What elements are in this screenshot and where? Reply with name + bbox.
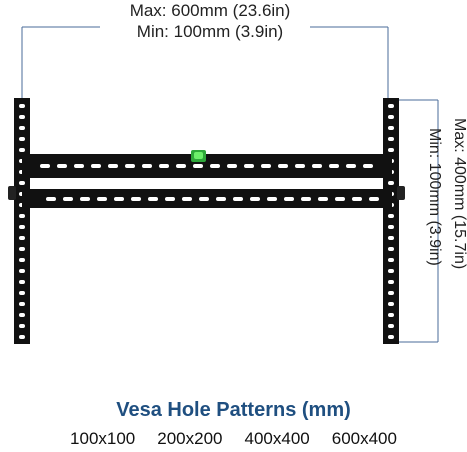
width-dimension-line <box>21 26 389 100</box>
mount-hole <box>176 164 186 168</box>
mount-hole <box>40 164 50 168</box>
mount-hole <box>346 164 356 168</box>
mount-hole <box>19 291 25 295</box>
mount-hole <box>148 197 158 201</box>
vesa-pattern-item: 100x100 <box>70 429 136 448</box>
height-dimension-line <box>398 99 439 343</box>
mount-hole <box>388 280 394 284</box>
mount-hole <box>125 164 135 168</box>
mount-hole <box>19 280 25 284</box>
right-vertical-bracket <box>383 98 405 344</box>
mount-hole <box>388 214 394 218</box>
mount-hole <box>131 197 141 201</box>
mount-hole <box>182 197 192 201</box>
mount-hole <box>318 197 328 201</box>
mount-hole <box>159 164 169 168</box>
mount-hole <box>19 214 25 218</box>
mount-hole <box>388 115 394 119</box>
mount-hole <box>80 197 90 201</box>
upper-horizontal-rail <box>22 154 392 178</box>
vesa-pattern-list: 100x100 200x200 400x400 600x400 <box>0 429 467 449</box>
mount-hole <box>388 258 394 262</box>
mount-hole <box>165 197 175 201</box>
mount-hole <box>278 164 288 168</box>
mount-hole <box>19 324 25 328</box>
mount-hole <box>216 197 226 201</box>
mount-hole <box>210 164 220 168</box>
vesa-pattern-item: 600x400 <box>331 429 397 448</box>
mount-hole <box>369 197 379 201</box>
mount-hole <box>312 164 322 168</box>
mount-hole <box>19 104 25 108</box>
mount-hole <box>388 324 394 328</box>
mount-hole <box>19 148 25 152</box>
mount-hole <box>388 313 394 317</box>
mount-hole <box>57 164 67 168</box>
mount-hole <box>193 164 203 168</box>
mount-hole <box>19 247 25 251</box>
mount-hole <box>388 291 394 295</box>
left-vertical-bracket <box>8 98 30 344</box>
mount-hole <box>227 164 237 168</box>
mount-hole <box>388 225 394 229</box>
mount-hole <box>63 197 73 201</box>
mount-hole <box>19 181 25 185</box>
mount-hole <box>19 269 25 273</box>
mount-hole <box>267 197 277 201</box>
mount-hole <box>329 164 339 168</box>
mount-hole <box>19 115 25 119</box>
mount-hole <box>19 302 25 306</box>
width-max-label: Max: 600mm (23.6in) <box>129 1 291 20</box>
mount-hole <box>19 313 25 317</box>
mount-hole <box>19 137 25 141</box>
mount-hole <box>388 126 394 130</box>
mount-hole <box>388 104 394 108</box>
mount-hole <box>388 181 394 185</box>
mount-hole <box>388 148 394 152</box>
mount-hole <box>388 335 394 339</box>
mount-hole <box>388 247 394 251</box>
mount-hole <box>19 335 25 339</box>
mount-hole <box>388 236 394 240</box>
mount-hole <box>335 197 345 201</box>
lower-horizontal-rail <box>22 189 392 208</box>
mount-hole <box>250 197 260 201</box>
mount-hole <box>352 197 362 201</box>
mount-hole <box>199 197 209 201</box>
mount-hole <box>19 236 25 240</box>
mount-hole <box>284 197 294 201</box>
vesa-pattern-item: 400x400 <box>244 429 310 448</box>
vesa-pattern-item: 200x200 <box>157 429 223 448</box>
mount-hole <box>244 164 254 168</box>
mount-hole <box>108 164 118 168</box>
mount-hole <box>233 197 243 201</box>
mount-hole <box>142 164 152 168</box>
mount-hole <box>46 197 56 201</box>
mount-hole <box>19 225 25 229</box>
height-max-label: Max: 400mm (15.7in) <box>451 118 467 270</box>
vesa-title: Vesa Hole Patterns (mm) <box>116 399 351 421</box>
mount-hole <box>261 164 271 168</box>
mount-hole <box>363 164 373 168</box>
height-min-label: Min: 100mm (3.9in) <box>426 128 443 266</box>
width-min-label: Min: 100mm (3.9in) <box>136 22 284 41</box>
mount-hole <box>388 302 394 306</box>
mount-hole <box>19 126 25 130</box>
mount-hole <box>295 164 305 168</box>
mount-hole <box>388 137 394 141</box>
mount-hole <box>19 258 25 262</box>
mount-hole <box>97 197 107 201</box>
mount-hole <box>74 164 84 168</box>
mount-hole <box>91 164 101 168</box>
mount-hole <box>388 269 394 273</box>
mount-hole <box>114 197 124 201</box>
mount-hole <box>301 197 311 201</box>
bubble-level-icon <box>191 150 206 162</box>
